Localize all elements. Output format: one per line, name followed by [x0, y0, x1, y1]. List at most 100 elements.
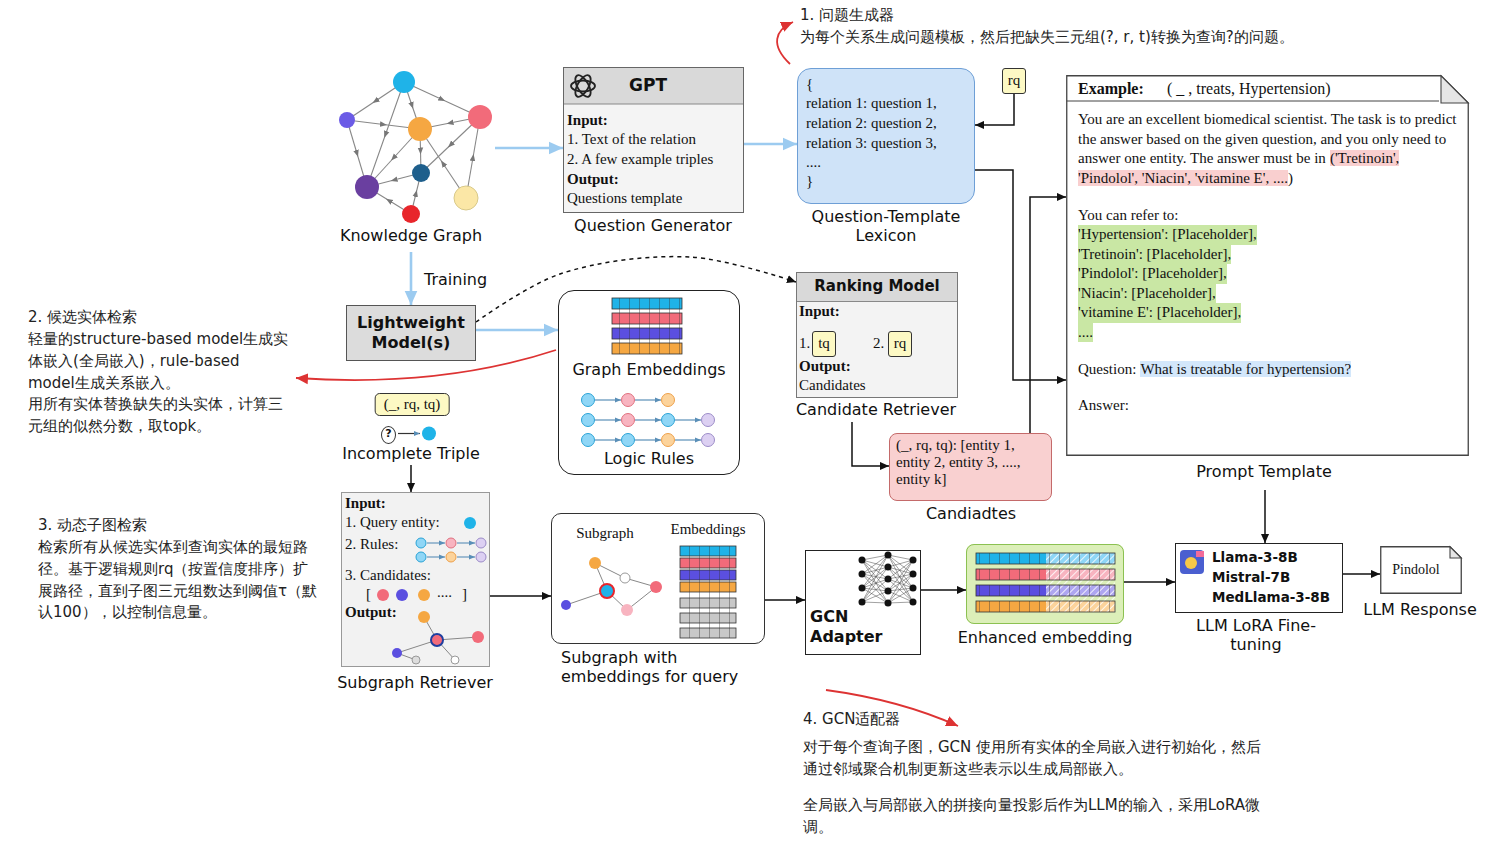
label-text: Mistral-7B [1212, 569, 1290, 585]
subgraph-node [418, 611, 430, 623]
rule-node [446, 538, 456, 548]
graph-edge [347, 120, 367, 187]
net-links [862, 555, 888, 603]
annotation-text: 对于每个查询子图，GCN 使用所有实体的全局嵌入进行初始化，然后通过邻域聚合机制… [803, 737, 1273, 781]
annotation-text: 全局嵌入与局部嵌入的拼接向量投影后作为LLM的输入，采用LoRA微调。 [803, 795, 1273, 839]
rule-arrow [427, 556, 445, 557]
text-block: Knowledge Graph [340, 226, 482, 245]
label-text: Subgraph Retriever [337, 673, 493, 692]
text-block: Ranking Model [814, 277, 939, 295]
text-block: Output: [799, 358, 851, 375]
annotation-text: 4. GCN适配器 [803, 709, 900, 731]
text-block: Output: [345, 604, 397, 621]
text-block: relation 1: question 1, [806, 95, 937, 112]
label-text: Example: [1078, 80, 1144, 97]
rule-node [622, 394, 635, 407]
rule-arrow [427, 542, 445, 543]
text-block: 2. Rules: [345, 536, 398, 553]
text-block: Embeddings [671, 521, 746, 538]
label-text: Llama-3-8B [1212, 549, 1298, 565]
label-text: Output: [799, 358, 851, 374]
rule-arrow [457, 556, 475, 557]
label-text: 'Tretinoin': [Placeholder], [1078, 245, 1231, 265]
graph-edge [367, 173, 421, 187]
annotation-text: 3. 动态子图检索 [38, 515, 147, 537]
triple-arrow [398, 433, 420, 434]
label-text: Candidate Retriever [796, 400, 956, 419]
graph-edge [367, 187, 411, 214]
text-block: Input: [345, 495, 386, 512]
subgraph-retriever-box: Input: 1. Query entity: 2. Rules: 3. Candid… [330, 492, 500, 697]
label-text: } [806, 173, 813, 189]
label-text: .... [1078, 323, 1093, 343]
relation-tag: rq [1002, 68, 1026, 94]
rule-node [702, 414, 715, 427]
text-block: You can refer to: [1078, 207, 1179, 224]
graph-edge [420, 129, 466, 198]
embedding-bar [976, 569, 1046, 580]
text-block: Pindolol [1392, 562, 1439, 578]
embedding-bar [976, 553, 1046, 564]
text-block: ( _ , treats, Hypertension) [1167, 80, 1331, 98]
label-text: 'Hypertension': [Placeholder], [1078, 225, 1257, 245]
model-box: Lightweight Model(s) [346, 305, 476, 361]
annotation-text: 2. 候选实体检索 [28, 307, 137, 329]
label-text: 1. Query entity: [345, 514, 440, 530]
text-block: relation 3: question 3, [806, 135, 937, 152]
rule-node [662, 414, 675, 427]
label-text: Subgraph [576, 525, 634, 541]
text-block: relation 2: question 2, [806, 115, 937, 132]
header-rule [563, 104, 744, 105]
text-block: Lightweight Model(s) [350, 313, 472, 353]
subgraph-node [451, 656, 459, 664]
subgraph-node [600, 584, 614, 598]
embedding-bar [976, 585, 1046, 596]
label-text: Question Generator [574, 216, 732, 235]
prompt-document: Example: ( _ , treats, Hypertension) You a… [1066, 75, 1469, 490]
rule-node [416, 538, 426, 548]
graph-node [454, 186, 478, 210]
annotation-text: 1. 问题生成器 [800, 5, 894, 27]
folded-corner [1450, 547, 1461, 558]
document-border [1067, 76, 1469, 456]
subgraph-edge [625, 578, 656, 587]
text-block: You are an excellent biomedical scientis… [1078, 110, 1463, 188]
label-text: Answer: [1078, 397, 1129, 413]
rule-arrow [675, 419, 701, 420]
embedding-bar [612, 328, 682, 339]
label-text: [ [366, 586, 371, 602]
graph-edge [367, 129, 420, 187]
label-text: 3. Candidates: [345, 567, 431, 583]
connector-arrow [921, 589, 966, 591]
label-text: Enhanced embedding [958, 628, 1133, 647]
rule-node [622, 414, 635, 427]
net-node [910, 557, 917, 564]
embedding-bar [1046, 585, 1115, 596]
text-block: } [806, 173, 813, 190]
rule-arrow [635, 439, 661, 440]
query-tag: tq [812, 331, 836, 357]
embedding-bar [976, 601, 1046, 612]
label-text: Question-Template Lexicon [812, 207, 961, 245]
text-block: Question:What is treatable for hypertens… [1078, 361, 1351, 378]
embedding-bar [680, 546, 736, 556]
label-text: Ranking Model [814, 277, 939, 295]
label-text: 'Niacin': [Placeholder], [1078, 284, 1216, 304]
lexicon-box: {relation 1: question 1,relation 2: ques… [790, 68, 982, 250]
label-text: 2. A few example triples [567, 151, 713, 167]
embedding-bar [680, 570, 736, 580]
annotation-text: 轻量的structure-based model生成实体嵌入(全局嵌入)，rul… [28, 329, 290, 394]
graph-edge [420, 129, 421, 173]
embedding-bar [680, 582, 736, 592]
label-text: ( _ , treats, Hypertension) [1167, 80, 1331, 97]
label-text: tq [818, 335, 830, 351]
connector-arrow [410, 252, 413, 305]
candidate-dot [418, 589, 430, 601]
header-rule [1067, 101, 1439, 102]
entity-dot [464, 517, 476, 529]
label-text: LLM LoRA Fine-tuning [1196, 616, 1316, 654]
text-block: tq [818, 335, 830, 352]
rule-arrow [457, 542, 475, 543]
text-block: ? [385, 426, 391, 441]
label-text: Question: [1078, 361, 1136, 377]
